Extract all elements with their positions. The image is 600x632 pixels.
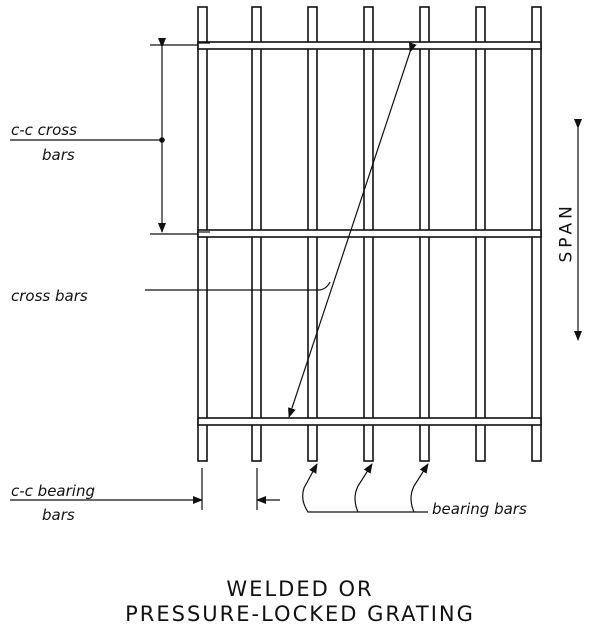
span-label: SPAN [556, 202, 577, 263]
cross-bars-label: cross bars [11, 287, 88, 305]
cross-bars-leader [145, 281, 331, 291]
bearing-leader-1 [302, 463, 428, 513]
cc-cross-bars-label-line1: c-c cross [11, 121, 77, 139]
cc-bearing-bars-label-line2: bars [42, 506, 75, 524]
cc-bearing-bars-label-line1: c-c bearing [11, 482, 95, 500]
bearing-leader-3 [410, 463, 429, 513]
bearing-leader-2 [354, 463, 373, 513]
cc-cross-bars-label-line2: bars [42, 146, 75, 164]
cross-bar [197, 229, 542, 238]
caption-line1: WELDED OR [226, 577, 374, 601]
cross-bar [197, 417, 542, 426]
caption-line2: PRESSURE-LOCKED GRATING [125, 602, 475, 626]
cross-bar-span-arrow [288, 42, 417, 418]
bearing-bars-label: bearing bars [432, 500, 527, 518]
cross-bar [197, 41, 542, 50]
